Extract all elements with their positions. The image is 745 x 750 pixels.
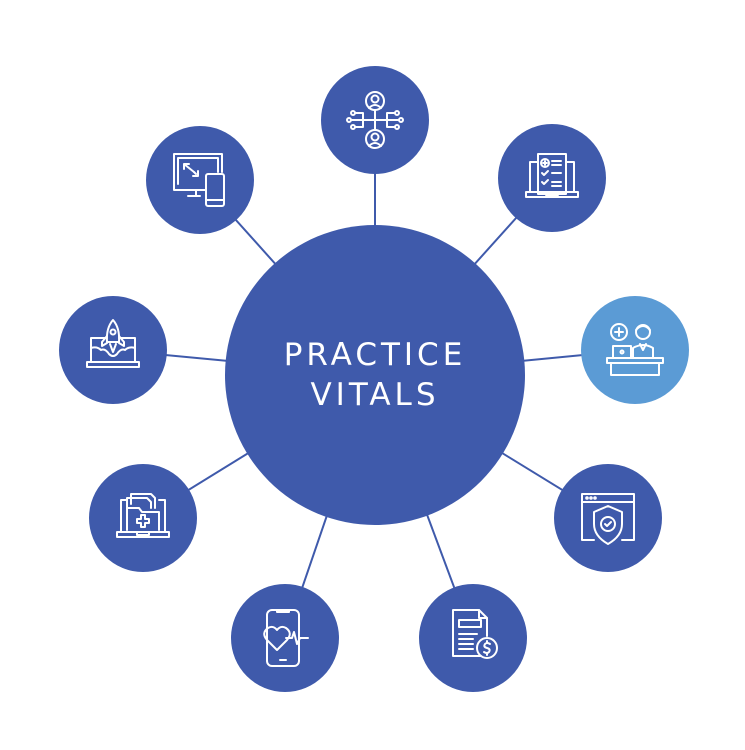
node-records (89, 464, 197, 572)
phone-heart-icon (263, 609, 309, 667)
hub-title-line2: VITALS (310, 377, 440, 413)
node-launch (59, 296, 167, 404)
invoice-dollar-icon (452, 609, 498, 659)
node-front-desk (581, 296, 689, 404)
browser-shield-icon (581, 493, 635, 545)
people-network-icon (346, 91, 404, 149)
node-network-people (321, 66, 429, 174)
laptop-checklist-icon (525, 153, 579, 198)
node-responsive (146, 126, 254, 234)
laptop-folder-medical-icon (116, 493, 170, 538)
node-security (554, 464, 662, 572)
monitor-phone-icon (173, 153, 225, 207)
doctor-desk-icon (606, 323, 664, 376)
hub-title-line1: PRACTICE (283, 337, 467, 373)
node-ehr-checklist (498, 124, 606, 232)
hub-circle: PRACTICE VITALS (225, 225, 525, 525)
node-billing (419, 584, 527, 692)
node-telehealth (231, 584, 339, 692)
laptop-rocket-icon (86, 319, 140, 368)
